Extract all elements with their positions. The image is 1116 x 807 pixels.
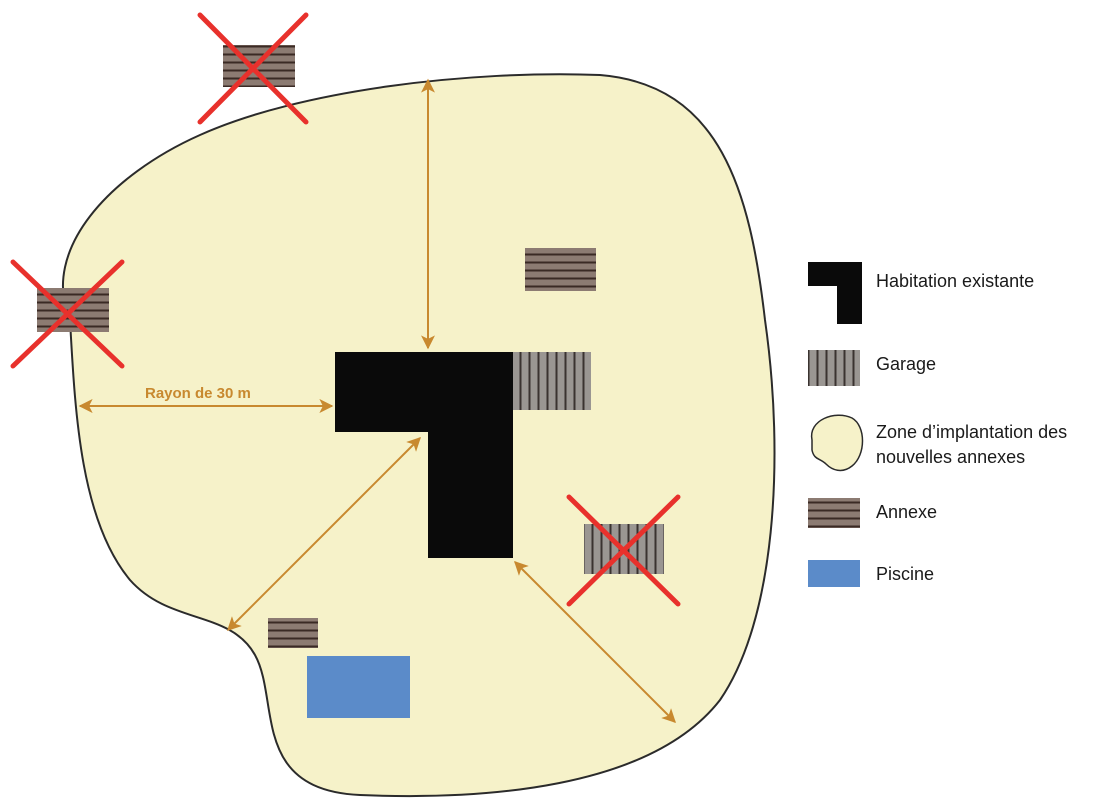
legend-label-piscine: Piscine <box>876 564 934 584</box>
implantation-zone <box>62 73 776 798</box>
legend-label-annexe: Annexe <box>876 502 937 522</box>
radius-arrow-bottom-right <box>514 561 676 723</box>
legend-label-garage: Garage <box>876 354 936 374</box>
forbidden-cross-right <box>566 494 681 607</box>
garage <box>513 352 591 410</box>
legend-label-habitation: Habitation existante <box>876 271 1034 291</box>
legend-symbol-annexe <box>808 498 860 528</box>
legend: Habitation existante Garage Zone d’impla… <box>808 262 1067 587</box>
legend-symbol-zone <box>811 414 864 472</box>
legend-label-zone-line1: Zone d’implantation des <box>876 422 1067 442</box>
annexe-allowed-bottom <box>268 618 318 648</box>
legend-symbol-piscine <box>808 560 860 587</box>
radius-label: Rayon de 30 m <box>145 385 251 402</box>
legend-symbol-garage <box>808 350 860 386</box>
piscine <box>307 656 410 718</box>
forbidden-cross-left <box>10 259 125 369</box>
habitation-existante <box>335 352 513 558</box>
legend-label-zone-line2: nouvelles annexes <box>876 447 1025 467</box>
radius-arrow-bottom-left <box>227 437 421 631</box>
legend-symbol-habitation <box>808 262 862 324</box>
annexe-allowed-top <box>525 248 596 291</box>
forbidden-cross-top <box>197 12 309 125</box>
